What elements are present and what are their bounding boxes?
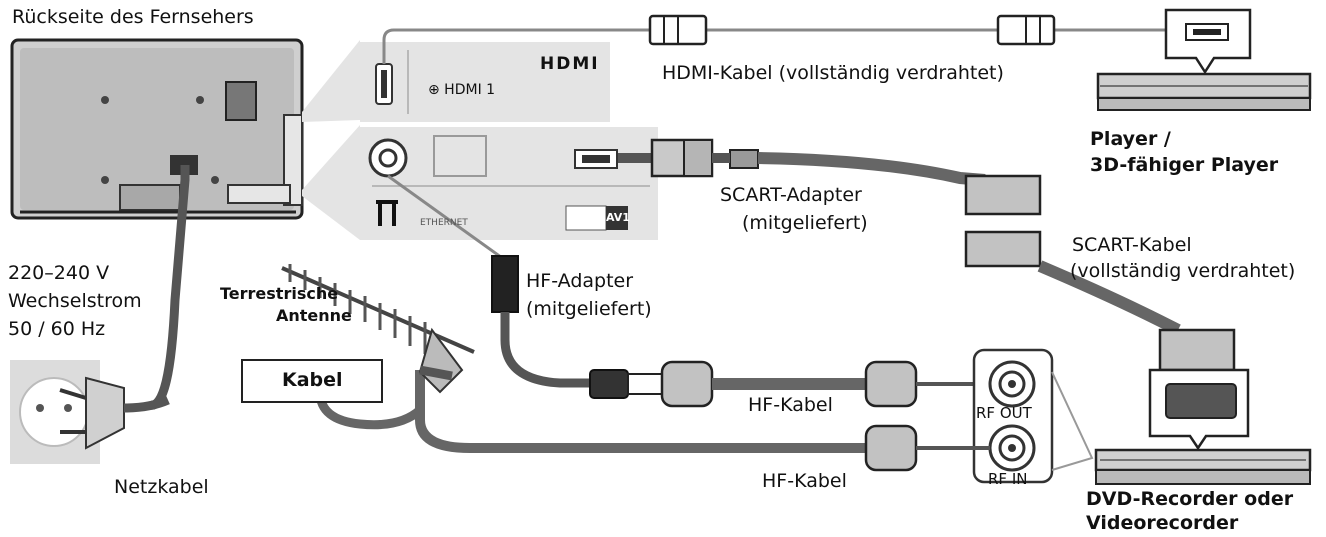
kabel-box [241, 359, 383, 403]
hdmi-cable-label: HDMI-Kabel (vollständig verdrahtet) [662, 62, 1004, 84]
antenna-label-line1: Terrestrische [220, 284, 339, 303]
hf-cable-label-bottom: HF-Kabel [762, 470, 847, 492]
scart-cable-label-line2: (vollständig verdrahtet) [1070, 260, 1296, 282]
dvd-recorder-device [1094, 448, 1312, 485]
netzkabel-label: Netzkabel [114, 476, 209, 498]
ethernet-label: ETHERNET [420, 218, 468, 228]
power-cable [148, 165, 190, 410]
hf-adapter-label-line1: HF-Adapter [526, 270, 634, 292]
rf-in-label: RF IN [988, 470, 1028, 488]
player-device [1096, 8, 1312, 111]
scart-adapter-label-line2: (mitgeliefert) [742, 212, 868, 234]
rf-panel [972, 348, 1094, 484]
power-outlet-icon [10, 360, 170, 464]
hdmi-cable [382, 14, 1168, 64]
hf-cable-label-top: HF-Kabel [748, 394, 833, 416]
tv-back-illustration [10, 38, 304, 220]
scart-adapter-label-line1: SCART-Adapter [720, 184, 862, 206]
voltage-label-line2: Wechselstrom [8, 290, 142, 312]
av1-label: AV1 [606, 211, 630, 224]
hf-cable-bottom [315, 370, 990, 472]
antenna-label-line2: Antenne [276, 306, 352, 325]
hdmi-port-label: ⊕ HDMI 1 [428, 82, 496, 98]
recorder-label-line2: Videorecorder [1086, 512, 1239, 534]
scart-cable-label-line1: SCART-Kabel [1072, 234, 1192, 256]
kabel-label: Kabel [282, 369, 343, 391]
voltage-label-line3: 50 / 60 Hz [8, 318, 106, 340]
hdmi-logo: HDMI [540, 54, 600, 74]
recorder-label-line1: DVD-Recorder oder [1086, 488, 1294, 510]
player-label-line2: 3D-fähiger Player [1090, 154, 1279, 176]
antenna-icon [281, 264, 475, 394]
scart-cable [618, 138, 1250, 451]
hf-adapter-label-line2: (mitgeliefert) [526, 298, 652, 320]
tv-back-label: Rückseite des Fernsehers [12, 6, 254, 28]
av-panel [360, 127, 658, 240]
hdmi-panel [360, 42, 610, 122]
player-label-line1: Player / [1090, 128, 1171, 150]
voltage-label-line1: 220–240 V [8, 262, 110, 284]
rf-out-label: RF OUT [976, 404, 1032, 422]
